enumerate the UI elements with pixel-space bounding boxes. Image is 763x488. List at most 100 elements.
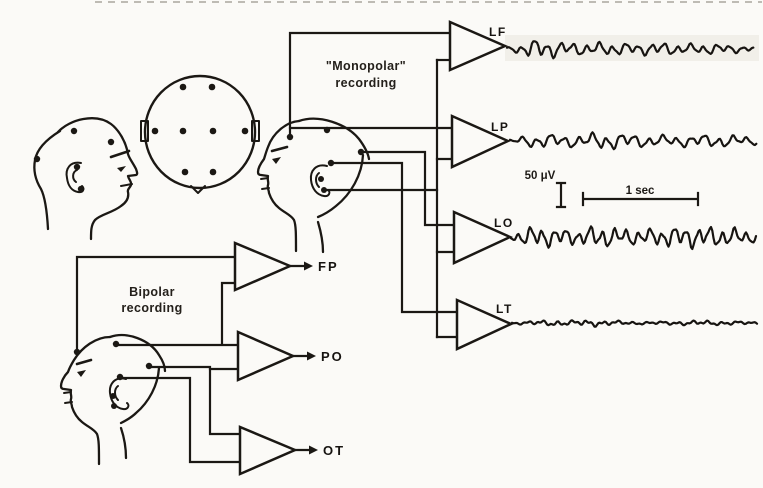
- electrode-dot: [73, 163, 81, 171]
- eeg-trace-lo: [509, 225, 758, 251]
- eye-mark: [117, 166, 126, 172]
- electrode-dot-frontal: [73, 348, 81, 356]
- electrode-dot: [208, 83, 216, 91]
- electrode-dot-vertex: [112, 340, 120, 348]
- channel-label-fp: FP: [318, 259, 339, 274]
- channel-label-po: PO: [321, 349, 344, 364]
- electrode-dots: [73, 340, 153, 409]
- amplifier-ot: [238, 425, 299, 476]
- electrode-dot-ear: [318, 176, 324, 182]
- electrode-dot: [179, 127, 187, 135]
- temporal-lead: [330, 161, 459, 314]
- neck-sweep: [119, 366, 161, 425]
- electrode-dots: [286, 126, 365, 193]
- eeg-trace-lp: [508, 131, 758, 151]
- chin-mark: [261, 187, 270, 190]
- time-scale-label: 1 sec: [626, 185, 655, 197]
- electrode-dot-occipital: [145, 362, 153, 370]
- ear-outline: [309, 164, 331, 198]
- eyebrow: [109, 149, 131, 159]
- right-ear: [251, 120, 260, 142]
- channel-label-lo: LO: [494, 216, 514, 230]
- head-top-view: [140, 74, 260, 194]
- monopolar-title-line2: recording: [335, 76, 396, 90]
- eye-mark: [77, 370, 86, 377]
- head-outline: [56, 117, 139, 241]
- electrode-dot-ear: [116, 373, 124, 381]
- ear-inner-curl: [72, 169, 78, 183]
- amplifier-lo: [452, 210, 514, 265]
- ear-inner-curl: [114, 385, 119, 401]
- time-scale-line: [581, 191, 700, 207]
- neck-back-line: [119, 426, 128, 460]
- electrode-dot: [77, 185, 85, 193]
- scan-band: [505, 35, 759, 61]
- voltage-scale-line: [555, 181, 567, 209]
- electrode-dot: [70, 127, 78, 135]
- amplifier-fp: [233, 241, 294, 292]
- eye-mark: [272, 157, 281, 164]
- bipolar-title-line1: Bipolar: [129, 285, 175, 299]
- frontal-lead: [75, 255, 237, 353]
- neck-back-line: [316, 220, 325, 254]
- amplifier-lf: [448, 20, 509, 72]
- electrode-dot: [33, 155, 41, 163]
- mouth-mark: [260, 177, 269, 180]
- ear-inner-curl: [315, 172, 320, 188]
- monopolar-wiring: [288, 31, 459, 339]
- time-scale-bar: 1 sec: [581, 185, 700, 207]
- left-ear: [140, 120, 149, 142]
- channel-label-lp: LP: [491, 120, 509, 134]
- electrode-dot-vertex: [323, 126, 331, 134]
- ot-arrowhead: [309, 445, 318, 455]
- channel-label-lf: LF: [489, 25, 507, 39]
- nose-mark: [190, 185, 206, 194]
- chin-mark: [64, 401, 73, 404]
- voltage-scale-label: 50 μV: [525, 170, 556, 182]
- head-outline: [256, 119, 301, 253]
- electrode-dots: [151, 83, 249, 176]
- electrode-dot: [107, 138, 115, 146]
- channel-label-lt: LT: [496, 302, 513, 316]
- electrode-dot-frontal: [286, 133, 294, 141]
- eyebrow: [270, 145, 289, 153]
- fp-arrowhead: [304, 261, 313, 271]
- electrode-dot: [151, 127, 159, 135]
- bipolar-amplifiers: FP PO OT: [233, 241, 345, 476]
- monopolar-head: [256, 117, 371, 254]
- electrode-dot: [179, 83, 187, 91]
- monopolar-recording-label: "Monopolar" recording: [326, 59, 406, 90]
- po-arrowhead: [307, 351, 316, 361]
- head-back-outline: [297, 117, 371, 161]
- voltage-scale-bar: 50 μV: [525, 170, 567, 209]
- mouth-mark: [63, 391, 72, 394]
- electrode-dot-temporal: [327, 159, 335, 167]
- bipolar-title-line2: recording: [121, 301, 182, 315]
- head-outline: [59, 335, 112, 466]
- occipital-lead: [360, 150, 456, 227]
- eeg-trace-lt: [510, 319, 759, 328]
- head-back-outline: [108, 334, 167, 373]
- amplifier-lp: [450, 114, 512, 169]
- bipolar-wiring: [75, 255, 242, 464]
- electrode-dot: [209, 168, 217, 176]
- electrode-dots: [33, 127, 115, 193]
- monopolar-title-line1: "Monopolar": [326, 59, 406, 73]
- ear-lead: [119, 376, 242, 464]
- channel-label-ot: OT: [323, 443, 345, 458]
- occipital-lead: [148, 365, 242, 436]
- electrode-dot-ear: [111, 403, 117, 409]
- electrode-dot-occipital: [357, 148, 365, 156]
- amplifier-po: [236, 330, 297, 382]
- bipolar-recording-label: Bipolar recording: [121, 285, 182, 315]
- electrode-dot: [241, 127, 249, 135]
- scalp-outline: [143, 74, 257, 190]
- eyebrow: [75, 358, 93, 366]
- eeg-traces: [505, 40, 759, 328]
- head-back-outline: [33, 129, 62, 231]
- frontal-lead-and-box-top: [288, 31, 452, 138]
- bipolar-head: [59, 334, 167, 466]
- fp-lower-input-lead: [220, 281, 237, 346]
